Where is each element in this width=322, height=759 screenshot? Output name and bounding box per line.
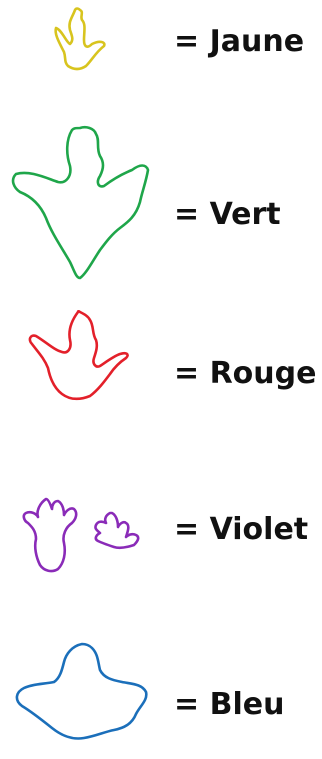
red-footprint-icon — [28, 309, 129, 401]
legend-label-bleu: = Bleu — [174, 687, 285, 722]
legend-item-bleu: = Bleu — [0, 640, 322, 755]
legend-label-jaune: = Jaune — [174, 24, 305, 59]
legend-label-violet: = Violet — [174, 512, 309, 547]
purple-footprints-icon — [22, 497, 140, 573]
legend-item-violet: = Violet — [0, 485, 322, 580]
yellow-footprint-icon — [54, 7, 106, 71]
blue-footprint-icon — [15, 642, 148, 740]
legend-label-vert: = Vert — [174, 197, 281, 232]
legend-label-rouge: = Rouge — [174, 356, 317, 391]
legend-item-jaune: = Jaune — [0, 0, 322, 100]
legend-item-rouge: = Rouge — [0, 300, 322, 415]
green-footprint-icon — [11, 125, 150, 280]
legend-item-vert: = Vert — [0, 110, 322, 285]
